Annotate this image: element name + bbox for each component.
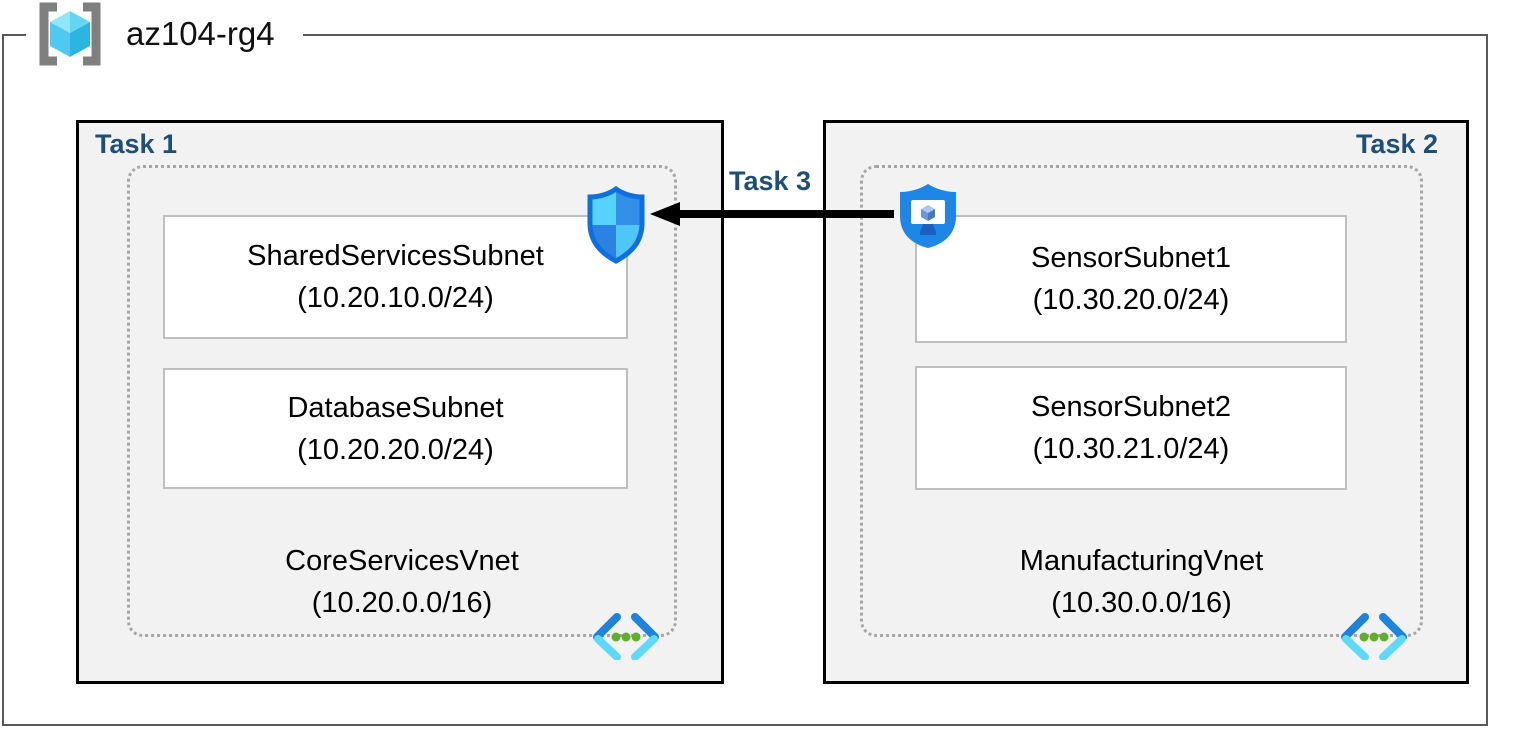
vnet-cidr: (10.20.0.0/16) — [311, 587, 493, 619]
subnet-name: SensorSubnet1 — [1031, 242, 1231, 274]
subnet-box-database: DatabaseSubnet (10.20.20.0/24) — [163, 368, 628, 489]
subnet-cidr: (10.20.20.0/24) — [297, 433, 494, 466]
task1-box: Task 1 SharedServicesSubnet (10.20.10.0/… — [76, 120, 724, 684]
task1-label: Task 1 — [95, 129, 178, 159]
virtual-network-icon — [1341, 613, 1407, 660]
resource-group-icon — [39, 2, 101, 66]
subnet-name: DatabaseSubnet — [287, 391, 504, 424]
subnet-name: SensorSubnet2 — [1031, 391, 1231, 423]
core-services-vnet-label: CoreServicesVnet (10.20.0.0/16) — [130, 540, 674, 624]
virtual-network-icon — [593, 613, 659, 660]
defender-shield-monitor-icon — [900, 184, 956, 248]
vnet-name: CoreServicesVnet — [285, 545, 519, 577]
vnet-name: ManufacturingVnet — [1019, 545, 1264, 577]
task2-box: Task 2 SensorSubnet1 (10.30.20.0/24) Sen… — [823, 120, 1469, 684]
task2-label: Task 2 — [1355, 129, 1438, 159]
resource-group-name: az104-rg4 — [126, 15, 275, 52]
core-services-vnet-container: SharedServicesSubnet (10.20.10.0/24) Dat… — [127, 165, 677, 660]
network-security-group-shield-icon — [587, 186, 645, 264]
subnet-box-sensor1: SensorSubnet1 (10.30.20.0/24) — [915, 215, 1347, 343]
resource-group-frame: az104-rg4 Task 1 SharedServicesSubnet (1… — [2, 0, 1488, 726]
subnet-cidr: (10.30.21.0/24) — [1032, 433, 1230, 465]
task3-label: Task 3 — [728, 166, 812, 196]
manufacturing-vnet-label: ManufacturingVnet (10.30.0.0/16) — [863, 540, 1420, 624]
subnet-box-sensor2: SensorSubnet2 (10.30.21.0/24) — [915, 366, 1347, 490]
manufacturing-vnet-container: SensorSubnet1 (10.30.20.0/24) SensorSubn… — [860, 165, 1423, 660]
resource-group-legend: az104-rg4 — [26, 0, 303, 68]
subnet-name: SharedServicesSubnet — [247, 240, 544, 272]
subnet-cidr: (10.20.10.0/24) — [297, 282, 494, 314]
subnet-box-sharedservices: SharedServicesSubnet (10.20.10.0/24) — [163, 215, 628, 339]
vnet-cidr: (10.30.0.0/16) — [1051, 587, 1232, 619]
subnet-cidr: (10.30.20.0/24) — [1032, 284, 1230, 316]
task3-arrow — [650, 202, 894, 226]
